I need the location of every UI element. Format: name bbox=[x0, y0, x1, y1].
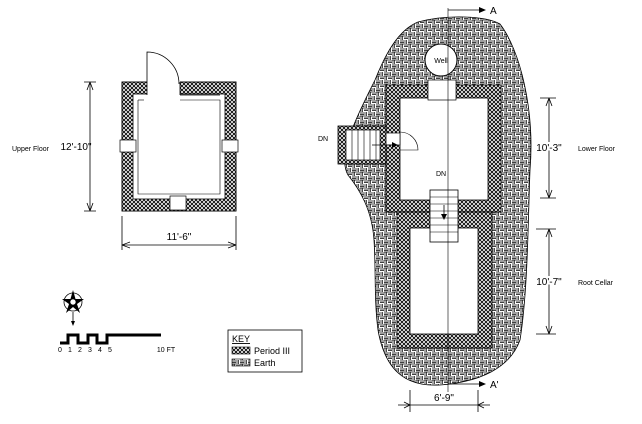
legend-key: KEY Period III Earth bbox=[227, 329, 303, 373]
scale-tick-5: 5 bbox=[108, 347, 112, 354]
bottom-width-dimension bbox=[398, 390, 490, 412]
scale-tick-3: 3 bbox=[88, 347, 92, 354]
dn-center-label: DN bbox=[436, 171, 446, 178]
key-title: KEY bbox=[232, 334, 250, 344]
key-label-period: Period III bbox=[254, 346, 290, 356]
scale-tick-1: 1 bbox=[68, 347, 72, 354]
upper-floor-plan bbox=[119, 51, 239, 212]
scale-tick-0: 0 bbox=[58, 347, 62, 354]
key-swatch-period bbox=[231, 346, 251, 355]
lower-plan bbox=[337, 7, 532, 392]
scale-tick-2: 2 bbox=[78, 347, 82, 354]
upper-height-label: 12'-10" bbox=[60, 142, 91, 153]
scale-tick-4: 4 bbox=[98, 347, 102, 354]
well-label: Well bbox=[434, 58, 448, 65]
key-swatch-earth bbox=[231, 358, 251, 367]
key-label-earth: Earth bbox=[254, 358, 276, 368]
section-a-top-label: A bbox=[490, 6, 497, 17]
scale-tick-10: 10 FT bbox=[157, 347, 176, 354]
upper-floor-label: Upper Floor bbox=[12, 146, 50, 153]
lower-floor-label: Lower Floor bbox=[578, 146, 616, 153]
lower-height-dimension bbox=[540, 97, 556, 199]
cellar-height-label: 10'-7" bbox=[536, 277, 562, 288]
lower-height-label: 10'-3" bbox=[536, 143, 562, 154]
section-a-bottom-label: A' bbox=[490, 380, 499, 391]
scale-bar: 0 1 2 3 4 5 10 FT bbox=[58, 333, 176, 354]
upper-height-dimension bbox=[84, 81, 96, 212]
bottom-width-label: 6'-9" bbox=[434, 393, 454, 404]
upper-width-label: 11'-6" bbox=[167, 232, 192, 243]
dn-left-label: DN bbox=[318, 136, 328, 143]
compass-star-icon bbox=[62, 290, 84, 326]
root-cellar-label: Root Cellar bbox=[578, 280, 614, 287]
cellar-height-dimension bbox=[536, 228, 556, 335]
upper-width-dimension bbox=[121, 216, 237, 250]
